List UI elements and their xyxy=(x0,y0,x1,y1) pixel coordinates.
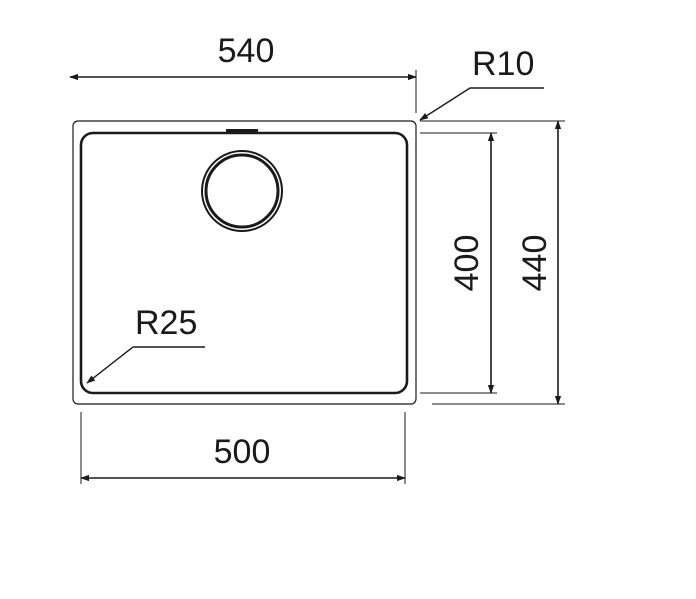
dimension-label-inner-width: 500 xyxy=(214,433,271,471)
outer-sink-outline xyxy=(72,120,417,405)
radius-label-outer: R10 xyxy=(472,45,534,83)
dimension-label-outer-height: 440 xyxy=(516,235,554,292)
overflow-slot xyxy=(226,129,258,133)
radius-label-inner: R25 xyxy=(135,304,197,342)
leader-arrow-outer-radius xyxy=(419,87,471,121)
dimension-label-inner-height: 400 xyxy=(448,235,486,292)
drain-inner-ring xyxy=(204,153,280,229)
drain-outer-ring xyxy=(201,150,283,232)
inner-bowl-outline xyxy=(79,131,409,395)
dimension-label-outer-width: 540 xyxy=(218,32,275,70)
leader-arrow-inner-radius xyxy=(86,346,134,384)
